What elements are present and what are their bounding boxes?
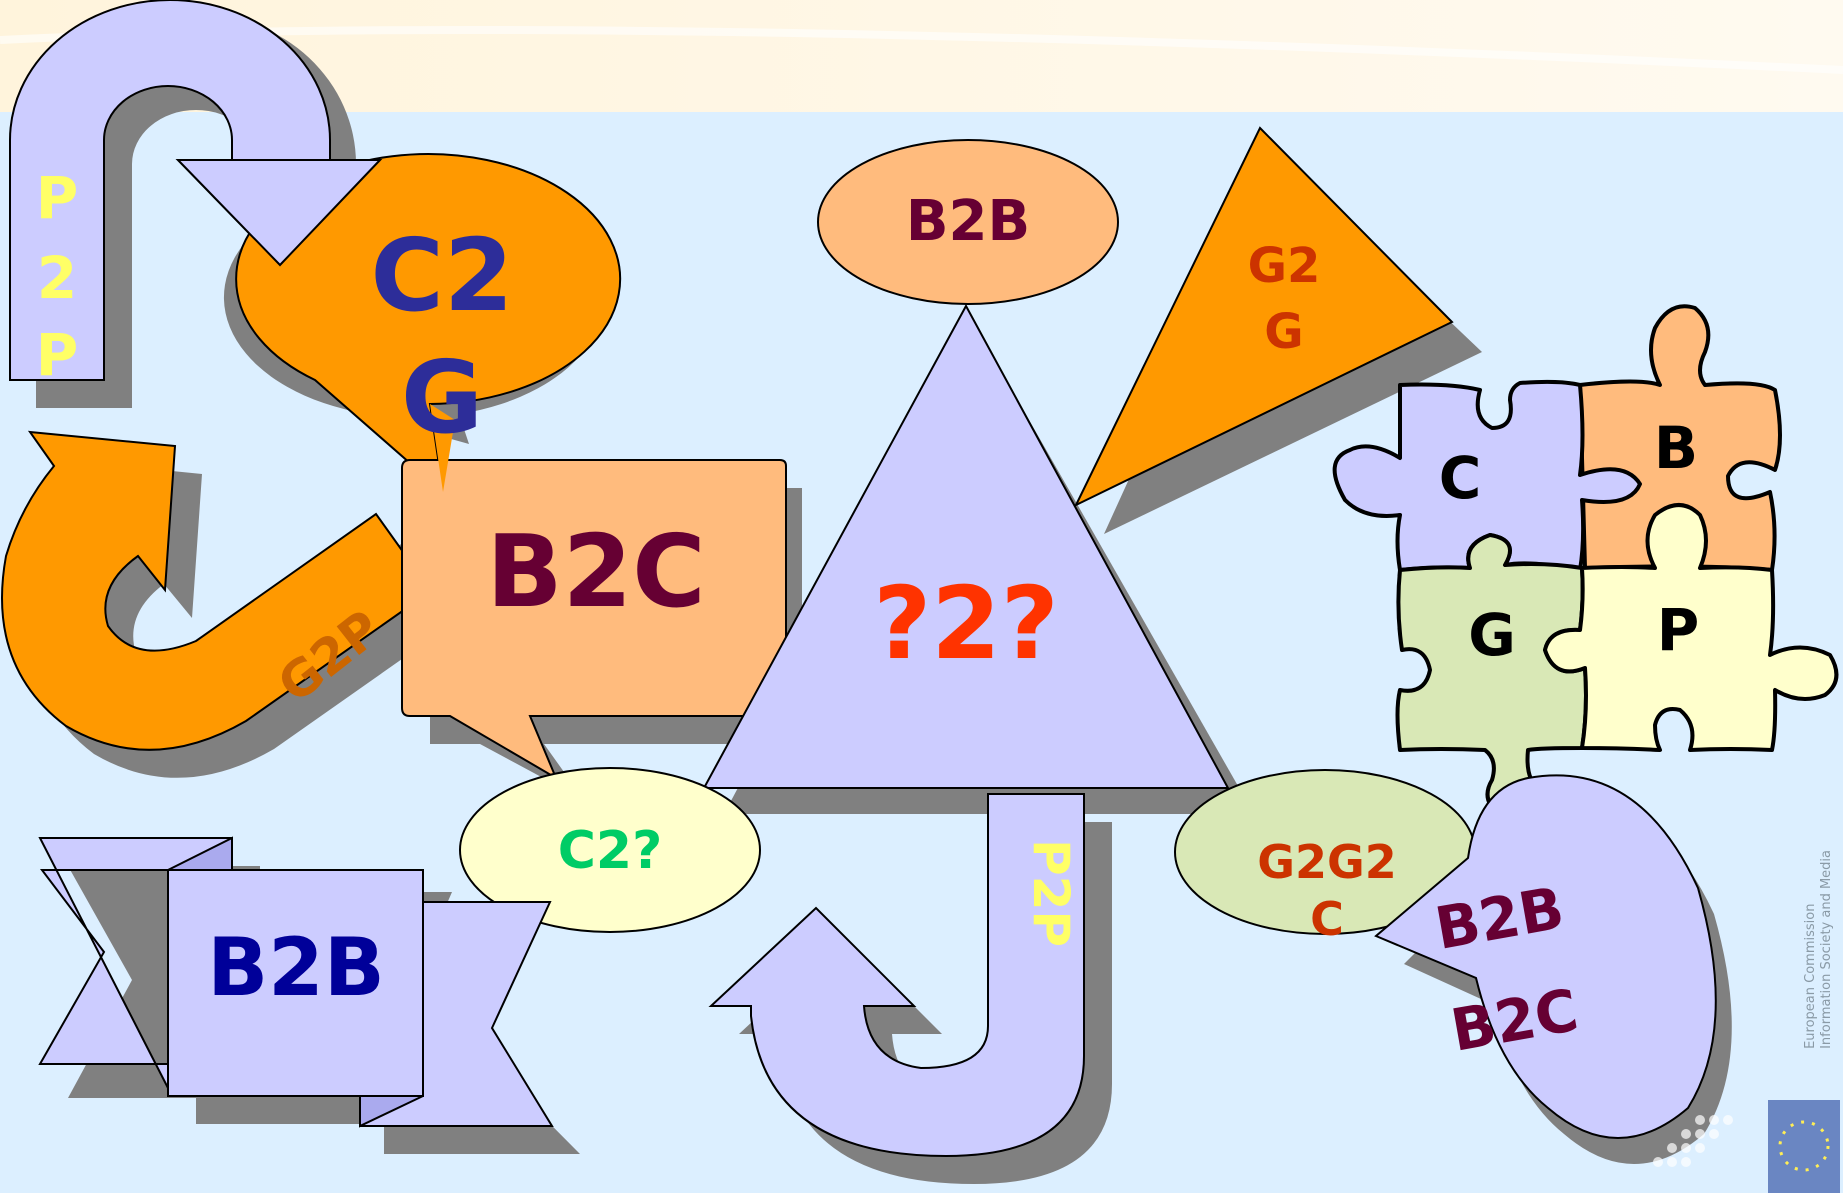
p2p-bottom-arrow [708, 793, 1112, 1184]
c2g-label-line2: G [401, 339, 483, 456]
p2p-letter-2: 2 [37, 244, 77, 312]
puzzle-b-label: B [1654, 414, 1698, 482]
p2p-arrow-head [175, 159, 383, 267]
c2q-label: C2? [558, 821, 663, 881]
puzzle-piece-c [1332, 379, 1642, 572]
p2p-letter-3: P [36, 321, 79, 389]
org-line1: European Commission [1803, 903, 1818, 1049]
g2g-label-line2: G [1264, 304, 1303, 360]
b2b-banner [38, 836, 580, 1154]
puzzle-piece-b [1578, 304, 1782, 572]
g2g2c-label-line2: C [1310, 892, 1344, 946]
center-triangle [702, 303, 1254, 814]
puzzle-c-label: C [1439, 444, 1482, 512]
b2c-callout [401, 459, 802, 800]
dot-pattern [1653, 1115, 1733, 1167]
b2b-b2c-oval [1374, 774, 1732, 1164]
p2p-vertical-label: P 2 P [36, 164, 79, 389]
org-side-caption: European Commission Information Society … [1803, 850, 1835, 1049]
puzzle-group [1332, 304, 1839, 818]
center-question-label: ?2? [873, 565, 1059, 682]
b2b-top-label: B2B [906, 189, 1030, 254]
org-line2: Information Society and Media [1819, 850, 1834, 1049]
b2c-main-label: B2C [486, 513, 705, 630]
p2p-letter-1: P [36, 164, 79, 232]
p2p-rotated-label: P2P [1022, 839, 1080, 947]
puzzle-g-label: G [1468, 601, 1516, 669]
g2g-triangle [1073, 126, 1482, 534]
puzzle-piece-p [1543, 503, 1839, 752]
c2q-ellipse [459, 767, 761, 933]
b2b-banner-label: B2B [207, 921, 385, 1014]
puzzle-piece-g [1395, 533, 1588, 818]
c2g-label-line1: C2 [371, 217, 514, 334]
p2p-u-arrow [9, 0, 404, 408]
ec-logo [1768, 1100, 1840, 1193]
g2g2c-label-line1: G2G2 [1257, 835, 1397, 889]
puzzle-p-label: P [1657, 596, 1700, 664]
g2p-curved-arrow [1, 430, 459, 778]
g2g-label-line1: G2 [1248, 238, 1321, 294]
c2g-pointer-tip [430, 404, 455, 492]
b2b-top-ellipse [817, 139, 1119, 305]
c2g-speech-bubble [223, 153, 622, 495]
